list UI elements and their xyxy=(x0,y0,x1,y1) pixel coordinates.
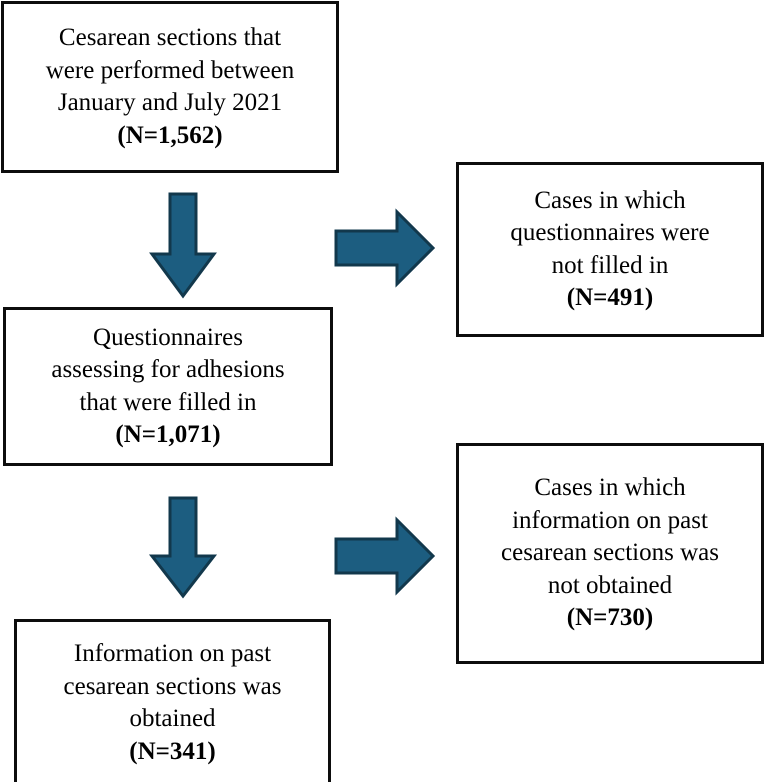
arrow-down-icon xyxy=(148,496,218,599)
node-count: (N=730) xyxy=(566,604,654,632)
arrow-right-icon xyxy=(334,516,436,596)
node-text-line: questionnaires were xyxy=(510,219,710,246)
node-count: (N=1,071) xyxy=(115,421,221,448)
node-text-line: assessing for adhesions xyxy=(51,356,285,383)
node-text-line: Information on past xyxy=(73,640,272,667)
node-text-line: were performed between xyxy=(45,56,295,84)
node-text-line: January and July 2021 xyxy=(57,89,283,116)
node-count: (N=341) xyxy=(129,737,216,765)
flowchart-node-excluded-questionnaires: Cases in which questionnaires were not f… xyxy=(456,162,764,337)
node-text-line: information on past xyxy=(512,506,708,534)
arrow-right-icon xyxy=(334,208,436,288)
flowchart-node-information-obtained: Information on past cesarean sections wa… xyxy=(14,619,331,782)
flowchart-node-excluded-information: Cases in which information on past cesar… xyxy=(456,443,764,664)
node-count: (N=491) xyxy=(566,284,654,311)
flowchart-node-enrolled: Cesarean sections that were performed be… xyxy=(1,1,339,173)
node-text-line: Cesarean sections that xyxy=(58,24,282,51)
node-count: (N=1,562) xyxy=(117,121,223,149)
node-text-line: cesarean sections was xyxy=(501,539,719,567)
node-text-line: Questionnaires xyxy=(93,323,243,351)
node-text-line: not filled in xyxy=(551,251,669,279)
node-text-line: not obtained xyxy=(547,571,673,599)
flowchart-node-questionnaires-filled: Questionnaires assessing for adhesions t… xyxy=(3,307,333,466)
node-text-line: Cases in which xyxy=(534,186,686,214)
node-text-line: obtained xyxy=(129,705,216,732)
node-text-line: that were filled in xyxy=(79,388,257,416)
arrow-down-icon xyxy=(149,192,217,299)
node-text-line: Cases in which xyxy=(534,474,686,502)
node-text-line: cesarean sections was xyxy=(63,672,282,700)
